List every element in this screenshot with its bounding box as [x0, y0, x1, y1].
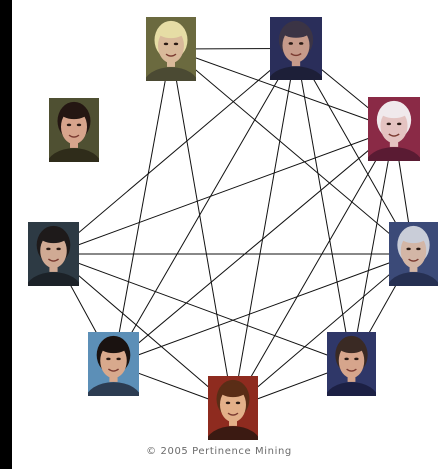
edge-man-suit-top-to-man-bottom — [232, 48, 297, 409]
edge-man-suit-top-to-man-left — [53, 48, 297, 255]
blonde-woman-portrait — [146, 17, 196, 81]
edge-woman-blonde-to-man-right — [170, 48, 414, 255]
node-woman-blonde[interactable] — [146, 17, 196, 81]
gray-haired-man-portrait — [368, 97, 420, 161]
node-woman-dark[interactable] — [49, 98, 99, 162]
edge-woman-blonde-to-man-lower-left — [113, 48, 172, 365]
edge-man-suit-top-to-man-lower-right — [295, 48, 352, 365]
node-man-lower-right[interactable] — [327, 332, 376, 396]
edge-woman-blonde-to-man-gray — [170, 48, 395, 130]
node-man-suit-top[interactable] — [270, 17, 322, 80]
edge-man-left-to-man-bottom — [53, 253, 234, 409]
balding-man-portrait — [327, 332, 376, 396]
edge-man-right-to-man-bottom — [232, 253, 414, 409]
edge-man-gray-to-man-left — [53, 128, 395, 255]
edge-woman-blonde-to-man-bottom — [170, 48, 234, 409]
node-man-bottom[interactable] — [208, 376, 258, 440]
dark-haired-man-portrait — [88, 332, 139, 396]
copyright-footer: © 2005 Pertinence Mining — [146, 446, 292, 457]
node-man-lower-left[interactable] — [88, 332, 139, 396]
edge-man-gray-to-man-bottom — [232, 128, 395, 409]
node-man-left[interactable] — [28, 222, 79, 286]
man-with-glasses-portrait — [208, 376, 258, 440]
edge-man-suit-top-to-man-lower-left — [113, 48, 297, 365]
edge-man-left-to-man-lower-right — [53, 253, 352, 365]
node-man-gray[interactable] — [368, 97, 420, 161]
edge-man-suit-top-to-man-right — [295, 48, 414, 255]
smiling-man-portrait — [28, 222, 79, 286]
node-man-right[interactable] — [389, 222, 438, 286]
edge-man-gray-to-man-lower-right — [351, 128, 395, 365]
edge-man-gray-to-man-lower-left — [113, 128, 395, 365]
man-in-suit-portrait — [270, 17, 322, 80]
edge-man-right-to-man-lower-left — [113, 253, 414, 365]
white-haired-man-portrait — [389, 222, 438, 286]
dark-haired-woman-portrait — [49, 98, 99, 162]
